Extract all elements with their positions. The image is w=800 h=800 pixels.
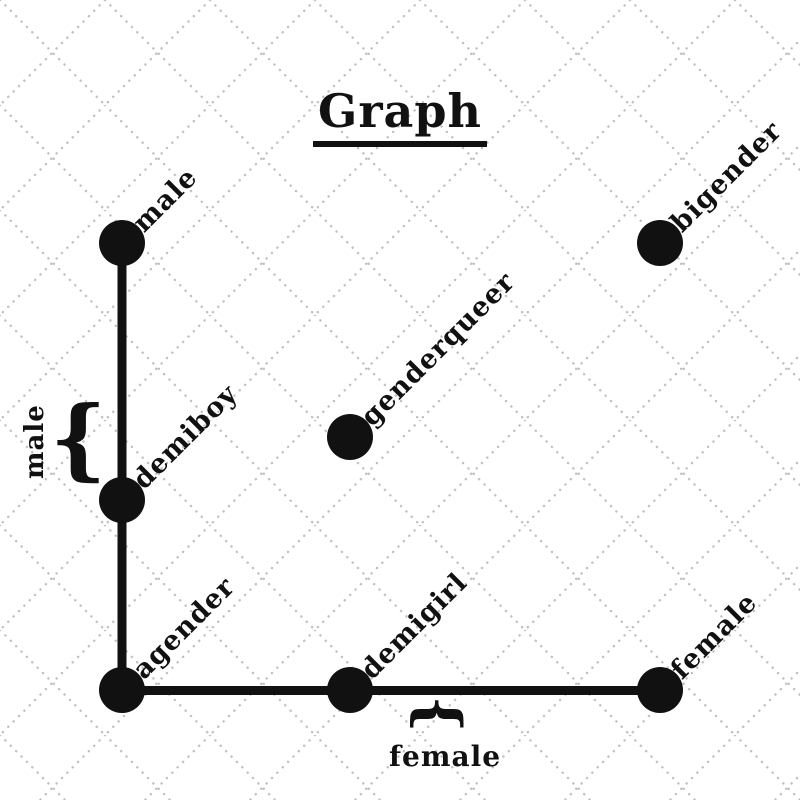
- node-label-male: male: [127, 161, 204, 239]
- node-label-demiboy: demiboy: [127, 378, 245, 496]
- node-bigender: [637, 220, 683, 266]
- node-genderqueer: [327, 414, 373, 460]
- node-female: [637, 667, 683, 713]
- edge-agender-demigirl: [122, 685, 350, 695]
- node-label-agender: agender: [127, 571, 242, 686]
- node-label-demigirl: demigirl: [355, 567, 474, 686]
- edge-demigirl-female: [350, 685, 660, 695]
- page-title: Graph: [0, 84, 800, 147]
- node-demiboy: [99, 477, 145, 523]
- edge-demiboy-agender: [117, 500, 127, 690]
- left-curly-brace-icon: {: [50, 386, 107, 490]
- page-title-text: Graph: [313, 84, 487, 147]
- bottom-curly-brace-icon: {: [405, 695, 474, 733]
- node-agender: [99, 667, 145, 713]
- node-label-female: female: [665, 586, 764, 686]
- node-male: [99, 220, 145, 266]
- edge-male-demiboy: [117, 243, 127, 500]
- bottom-brace-label: female: [388, 740, 502, 773]
- node-demigirl: [327, 667, 373, 713]
- node-label-genderqueer: genderqueer: [355, 266, 522, 433]
- left-brace-label: male: [20, 404, 50, 479]
